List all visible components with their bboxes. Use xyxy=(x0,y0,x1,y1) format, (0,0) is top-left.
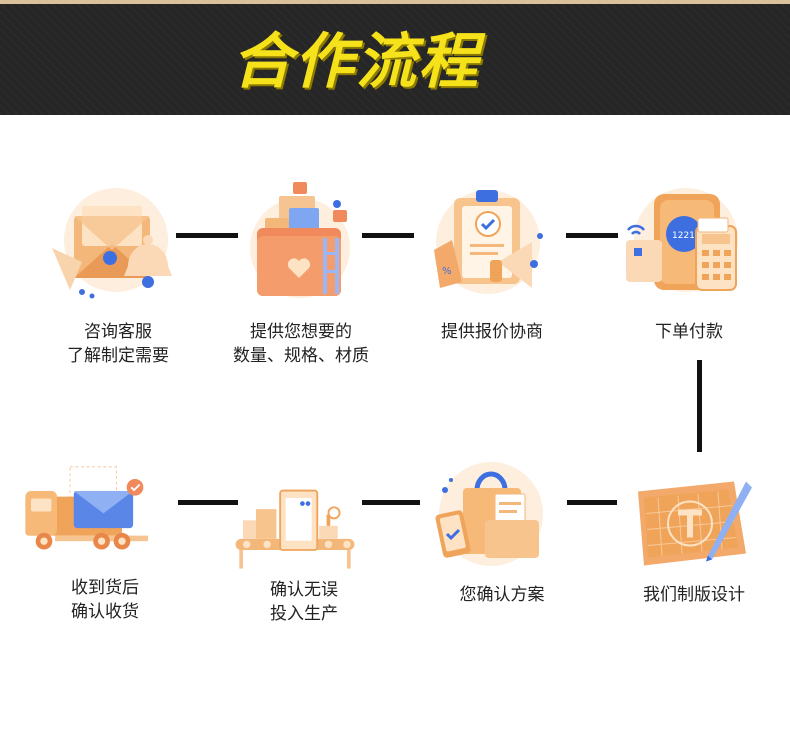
shopping-bag-icon xyxy=(425,450,555,575)
step-label-design: 我们制版设计 xyxy=(604,583,784,607)
step-label-line: 投入生产 xyxy=(270,604,338,624)
production-line-icon xyxy=(230,468,360,593)
step-label-consult: 咨询客服 了解制定需要 xyxy=(28,320,208,368)
step-label-receive: 收到货后 确认收货 xyxy=(15,576,195,624)
page-title: 合作流程 xyxy=(232,27,480,97)
step-label-line: 提供报价协商 xyxy=(441,322,543,342)
connector-3-4 xyxy=(566,233,618,238)
step-label-confirm-plan: 您确认方案 xyxy=(412,583,592,607)
connector-1-2 xyxy=(176,233,238,238)
step-label-requirements: 提供您想要的 数量、规格、材质 xyxy=(211,320,391,368)
step-label-line: 下单付款 xyxy=(655,322,723,342)
header-banner: 合作流程 xyxy=(0,0,790,115)
step-label-line: 您确认方案 xyxy=(459,585,545,605)
connector-2-3 xyxy=(362,233,414,238)
card-payment-icon: 1221 xyxy=(620,178,750,303)
connector-7-8 xyxy=(178,500,238,505)
blueprint-pen-icon xyxy=(628,460,758,585)
envelope-bell-icon xyxy=(48,178,178,303)
connector-6-7 xyxy=(362,500,420,505)
step-label-line: 提供您想要的 xyxy=(250,322,352,342)
step-label-quote: 提供报价协商 xyxy=(402,320,582,344)
step-label-line: 我们制版设计 xyxy=(643,585,745,605)
folder-heart-icon xyxy=(235,178,365,303)
connector-4-5 xyxy=(697,360,702,452)
step-label-line: 数量、规格、材质 xyxy=(233,346,369,366)
step-label-line: 收到货后 xyxy=(71,578,139,598)
step-label-production: 确认无误 投入生产 xyxy=(214,578,394,626)
svg-text:%: % xyxy=(442,266,452,277)
step-label-line: 确认无误 xyxy=(270,580,338,600)
svg-text:1221: 1221 xyxy=(672,231,695,241)
step-label-line: 了解制定需要 xyxy=(67,346,169,366)
delivery-truck-icon xyxy=(18,455,148,580)
connector-5-6 xyxy=(567,500,617,505)
clipboard-megaphone-icon: % xyxy=(420,178,550,303)
step-label-order-payment: 下单付款 xyxy=(599,320,779,344)
step-label-line: 咨询客服 xyxy=(84,322,152,342)
step-label-line: 确认收货 xyxy=(71,602,139,622)
